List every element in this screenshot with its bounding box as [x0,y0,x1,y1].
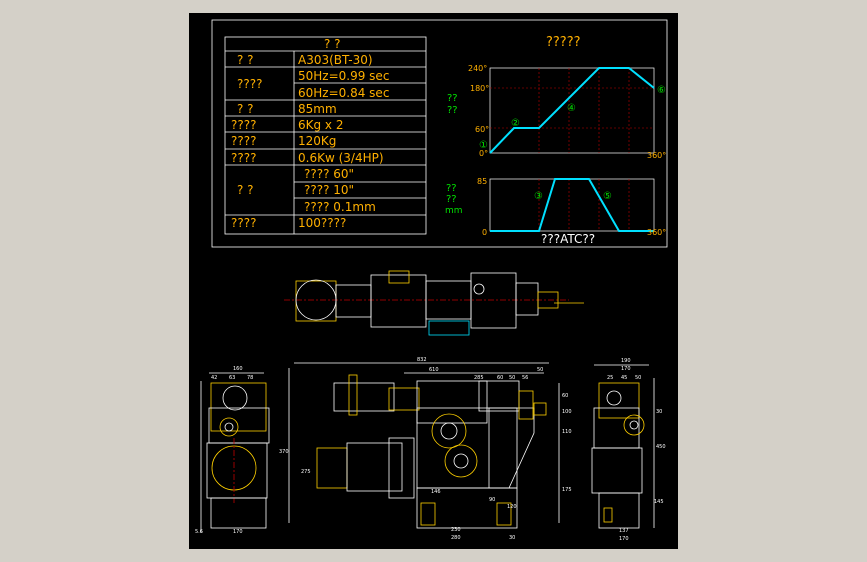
dim-label: 78 [247,375,253,381]
row-label: ???? [231,216,256,230]
x-tick: 360° [647,151,666,160]
dim-label: 42 [211,375,217,381]
dim-label: 56 [522,375,528,381]
dim-label: 832 [417,357,427,363]
dim-label: 450 [656,444,666,450]
row-label: ???? [237,77,262,91]
dim-label: 50 [509,375,515,381]
row-label: ???? [231,151,256,165]
dim-label: 170 [621,366,631,372]
row-value: 100???? [298,216,346,230]
row-value: ???? 60" [304,167,354,181]
marker: ③ [534,191,543,202]
dim-label: 230 [451,527,461,533]
marker: ⑤ [603,191,612,202]
row-value: ???? 0.1mm [304,200,376,214]
y-tick: 0 [482,228,487,237]
dim-label: 30 [656,409,662,415]
dim-label: 60 [562,393,568,399]
dim-label: 5.6 [195,529,203,535]
right-view [591,364,655,529]
row-value: 120Kg [298,134,336,148]
y-tick: 85 [477,177,487,186]
spec-table [211,19,668,248]
dim-label: 60 [497,375,503,381]
y-label-line2: ?? [447,105,458,116]
dim-label: 45 [621,375,627,381]
marker: ① [479,140,488,151]
dim-label: 285 [474,375,484,381]
top-view [284,270,584,336]
timing-footer: ???ATC?? [541,232,595,246]
row-label: ???? [231,118,256,132]
dim-label: 50 [635,375,641,381]
y-label-line1: ?? [446,183,457,194]
y-label-line2: ?? [446,194,457,205]
row-value: ???? 10" [304,183,354,197]
row-label: ? ? [237,183,254,197]
dim-label: 50 [537,367,543,373]
x-tick: 360° [647,228,666,237]
dim-label: 170 [619,536,629,542]
dim-label: 370 [279,449,289,455]
row-label: ???? [231,134,256,148]
marker: ② [511,118,520,129]
y-tick: 180° [470,84,489,93]
dim-label: 146 [431,489,441,495]
dim-label: 110 [562,429,572,435]
dim-label: 160 [233,366,243,372]
row-value: 6Kg x 2 [298,118,344,132]
dim-label: 175 [562,487,572,493]
dim-label: 25 [607,375,613,381]
row-label: ? ? [237,102,254,116]
y-label-line1: ?? [447,93,458,104]
marker: ④ [567,103,576,114]
row-value: 50Hz=0.99 sec [298,69,389,83]
dim-label: 275 [301,469,311,475]
dim-label: 100 [562,409,572,415]
row-value: 85mm [298,102,337,116]
dim-label: 90 [489,497,495,503]
y-tick: 240° [468,64,487,73]
row-value: 0.6Kw (3/4HP) [298,151,384,165]
row-value: 60Hz=0.84 sec [298,86,389,100]
cad-drawing-canvas: ? ? ? ? A303(BT-30) ???? 50Hz=0.99 sec 6… [189,13,678,549]
dim-label: 120 [507,504,517,510]
dim-label: 137 [619,528,629,534]
dim-label: 610 [429,367,439,373]
timing-title: ????? [546,35,581,50]
dim-label: 190 [621,358,631,364]
front-view [288,362,560,529]
dim-label: 280 [451,535,461,541]
y-label-line3: mm [445,206,463,216]
dim-label: 170 [233,529,243,535]
dim-label: 63 [229,375,235,381]
table-header: ? ? [324,37,341,51]
y-tick: 60° [475,125,489,134]
y-tick: 0° [479,149,488,158]
cad-drawing: ? ? ? ? A303(BT-30) ???? 50Hz=0.99 sec 6… [195,19,668,542]
dim-label: 30 [509,535,515,541]
timing-lower: 85 0 360° ?? ?? mm ③ ⑤ [445,177,666,237]
timing-upper: 240° 180° 60° 0° 360° ?? ?? ① ② ④ ⑥ [447,64,666,160]
marker: ⑥ [657,85,666,96]
left-view [200,372,270,533]
dim-label: 145 [654,499,664,505]
row-label: ? ? [237,53,254,67]
row-value: A303(BT-30) [298,53,373,67]
